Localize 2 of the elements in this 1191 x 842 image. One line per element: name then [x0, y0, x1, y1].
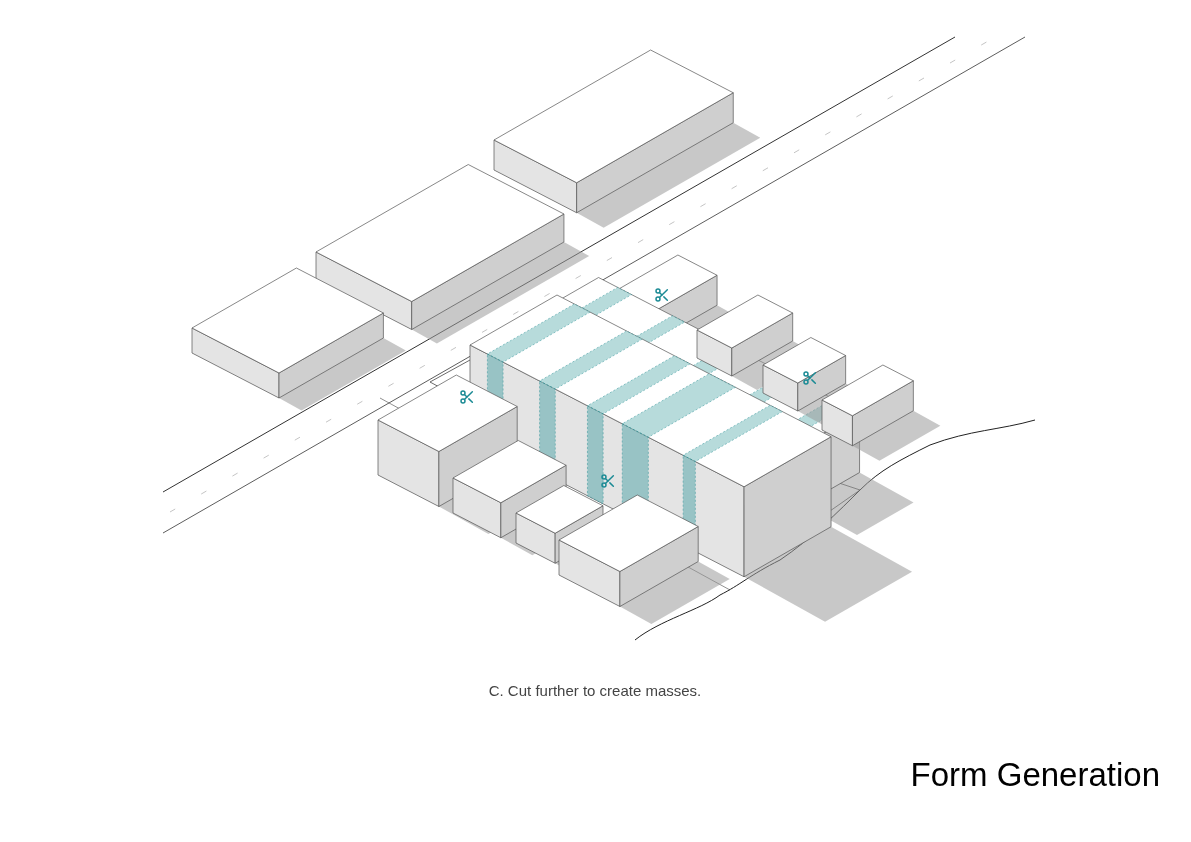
caption: C. Cut further to create masses.	[487, 681, 703, 701]
title: Form Generation	[909, 755, 1160, 795]
